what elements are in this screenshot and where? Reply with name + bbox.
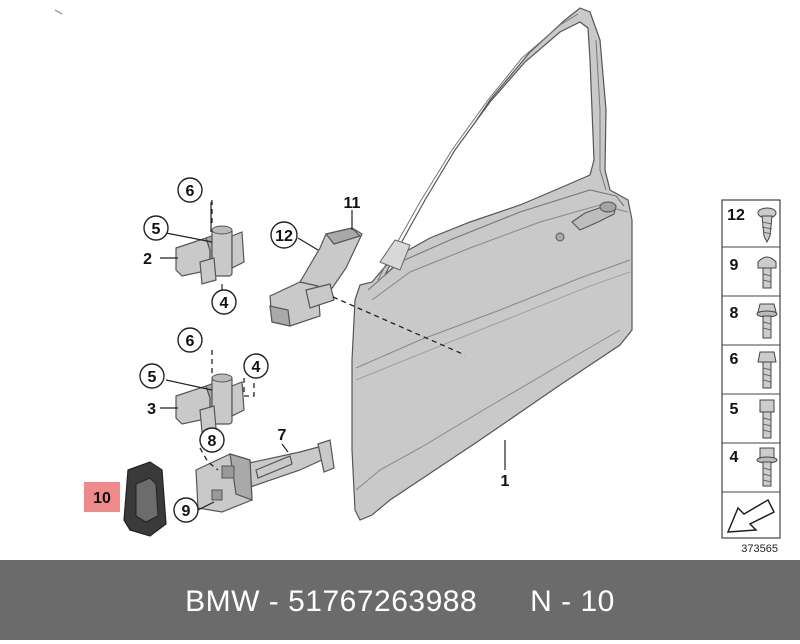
door-check-strap [195,439,335,513]
leader-lines [160,200,506,511]
svg-text:12: 12 [275,228,293,245]
svg-text:4: 4 [252,359,261,376]
legend-item-9: 9 [730,257,739,274]
label-1: 1 [501,473,510,490]
bolt-4-icon [756,447,778,487]
screw-6-icon [757,351,777,389]
fastener-legend: 12 9 8 6 5 4 [721,199,781,555]
door-bracket [269,227,363,327]
svg-text:9: 9 [182,503,191,520]
legend-item-12: 12 [727,207,745,224]
svg-text:6: 6 [186,333,195,350]
upper-hinge [175,225,245,285]
svg-text:4: 4 [220,295,229,312]
svg-text:5: 5 [152,221,161,238]
part-number-caption: BMW - 51767263988 N - 10 [185,585,615,618]
callout-5-top: 5 [143,215,169,241]
bolt-5-icon [759,399,775,439]
callout-4-top: 4 [211,289,237,315]
callout-9: 9 [173,497,199,523]
screw-9-icon [757,256,777,289]
legend-item-4: 4 [730,449,739,466]
footer-bar: BMW - 51767263988 N - 10 [0,560,800,640]
svg-text:6: 6 [186,183,195,200]
callout-8: 8 [199,427,225,453]
highlight-10: 10 [84,482,120,512]
arrow-icon [726,498,776,533]
lower-hinge [175,373,245,433]
corner-mark [54,9,63,15]
label-7: 7 [278,427,287,444]
svg-text:10: 10 [93,490,111,507]
screw-8-icon [756,303,778,339]
callout-6-top: 6 [177,177,203,203]
legend-item-5: 5 [730,401,739,418]
screw-12-icon [757,207,777,244]
label-3: 3 [147,401,156,418]
svg-text:5: 5 [148,369,157,386]
callout-5-bottom: 5 [139,363,165,389]
reference-number: 373565 [741,543,778,555]
callout-6-bottom: 6 [177,327,203,353]
legend-item-6: 6 [730,351,739,368]
svg-text:8: 8 [208,433,217,450]
callout-12: 12 [270,221,298,249]
callout-4-bottom: 4 [243,353,269,379]
label-11: 11 [344,195,361,212]
legend-item-8: 8 [730,305,739,322]
door-shell [351,7,633,521]
door-check-seal [123,461,167,537]
parts-diagram: 6 5 2 4 6 5 4 3 8 9 7 12 11 1 10 [54,7,781,555]
label-2: 2 [143,251,152,268]
